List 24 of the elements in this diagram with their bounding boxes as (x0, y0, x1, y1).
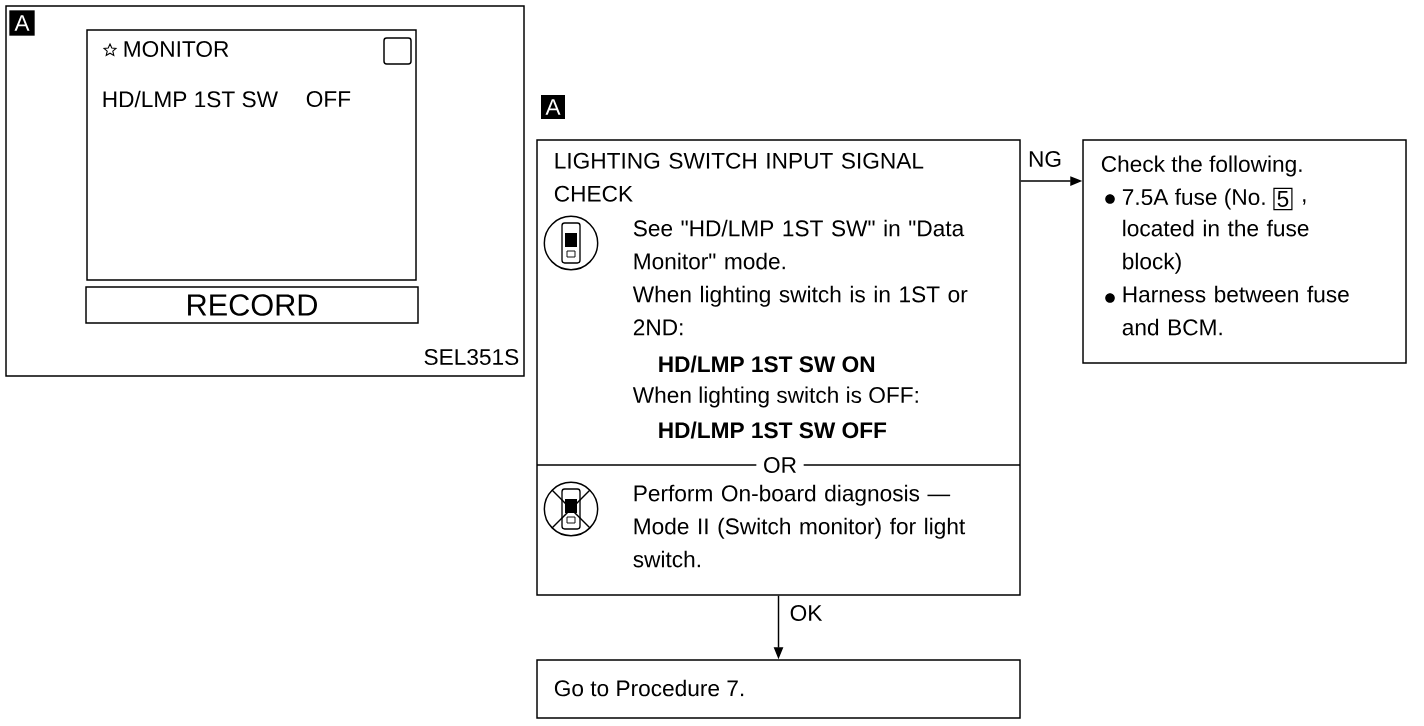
step-text: Go to Procedure 7. (554, 679, 744, 697)
number-box: 5 (1273, 187, 1293, 211)
list-item: Harness between fuse and BCM. (1122, 285, 1349, 336)
expected-value: HD/LMP 1ST SW ON (659, 355, 875, 373)
condition-text: When lighting switch is in 1ST or 2ND: (632, 285, 968, 336)
punctuation: , (1303, 199, 1306, 205)
divider-label: OR (756, 455, 804, 475)
instruction-text: Perform On-board diagnosis — Mode II (Switch monitor) for light switch. (633, 484, 966, 568)
heading: Check the following. (1101, 155, 1302, 177)
heading: LIGHTING SWITCH INPUT SIGNAL CHECK (554, 152, 924, 202)
item-name: HD/LMP 1ST SW (103, 90, 278, 108)
expected-value: HD/LMP 1ST SW OFF (659, 421, 887, 439)
instruction-text: See "HD/LMP 1ST SW" in "Data Monitor" mode. (633, 219, 965, 270)
screen-title: MONITOR (124, 41, 229, 58)
record-button: RECORD (85, 286, 419, 324)
item-value: OFF (306, 91, 351, 108)
list-item: located in the fuse block) (1123, 219, 1309, 274)
letter-badge: A (541, 95, 565, 119)
figure-code: SEL351S (424, 349, 519, 366)
edge-label: NG (1026, 149, 1064, 169)
condition-text: When lighting switch is OFF: (632, 386, 918, 408)
list-item: 7.5A fuse (No. (1122, 188, 1265, 210)
edge-label: OK (788, 603, 824, 623)
letter-badge: A (9, 10, 35, 36)
